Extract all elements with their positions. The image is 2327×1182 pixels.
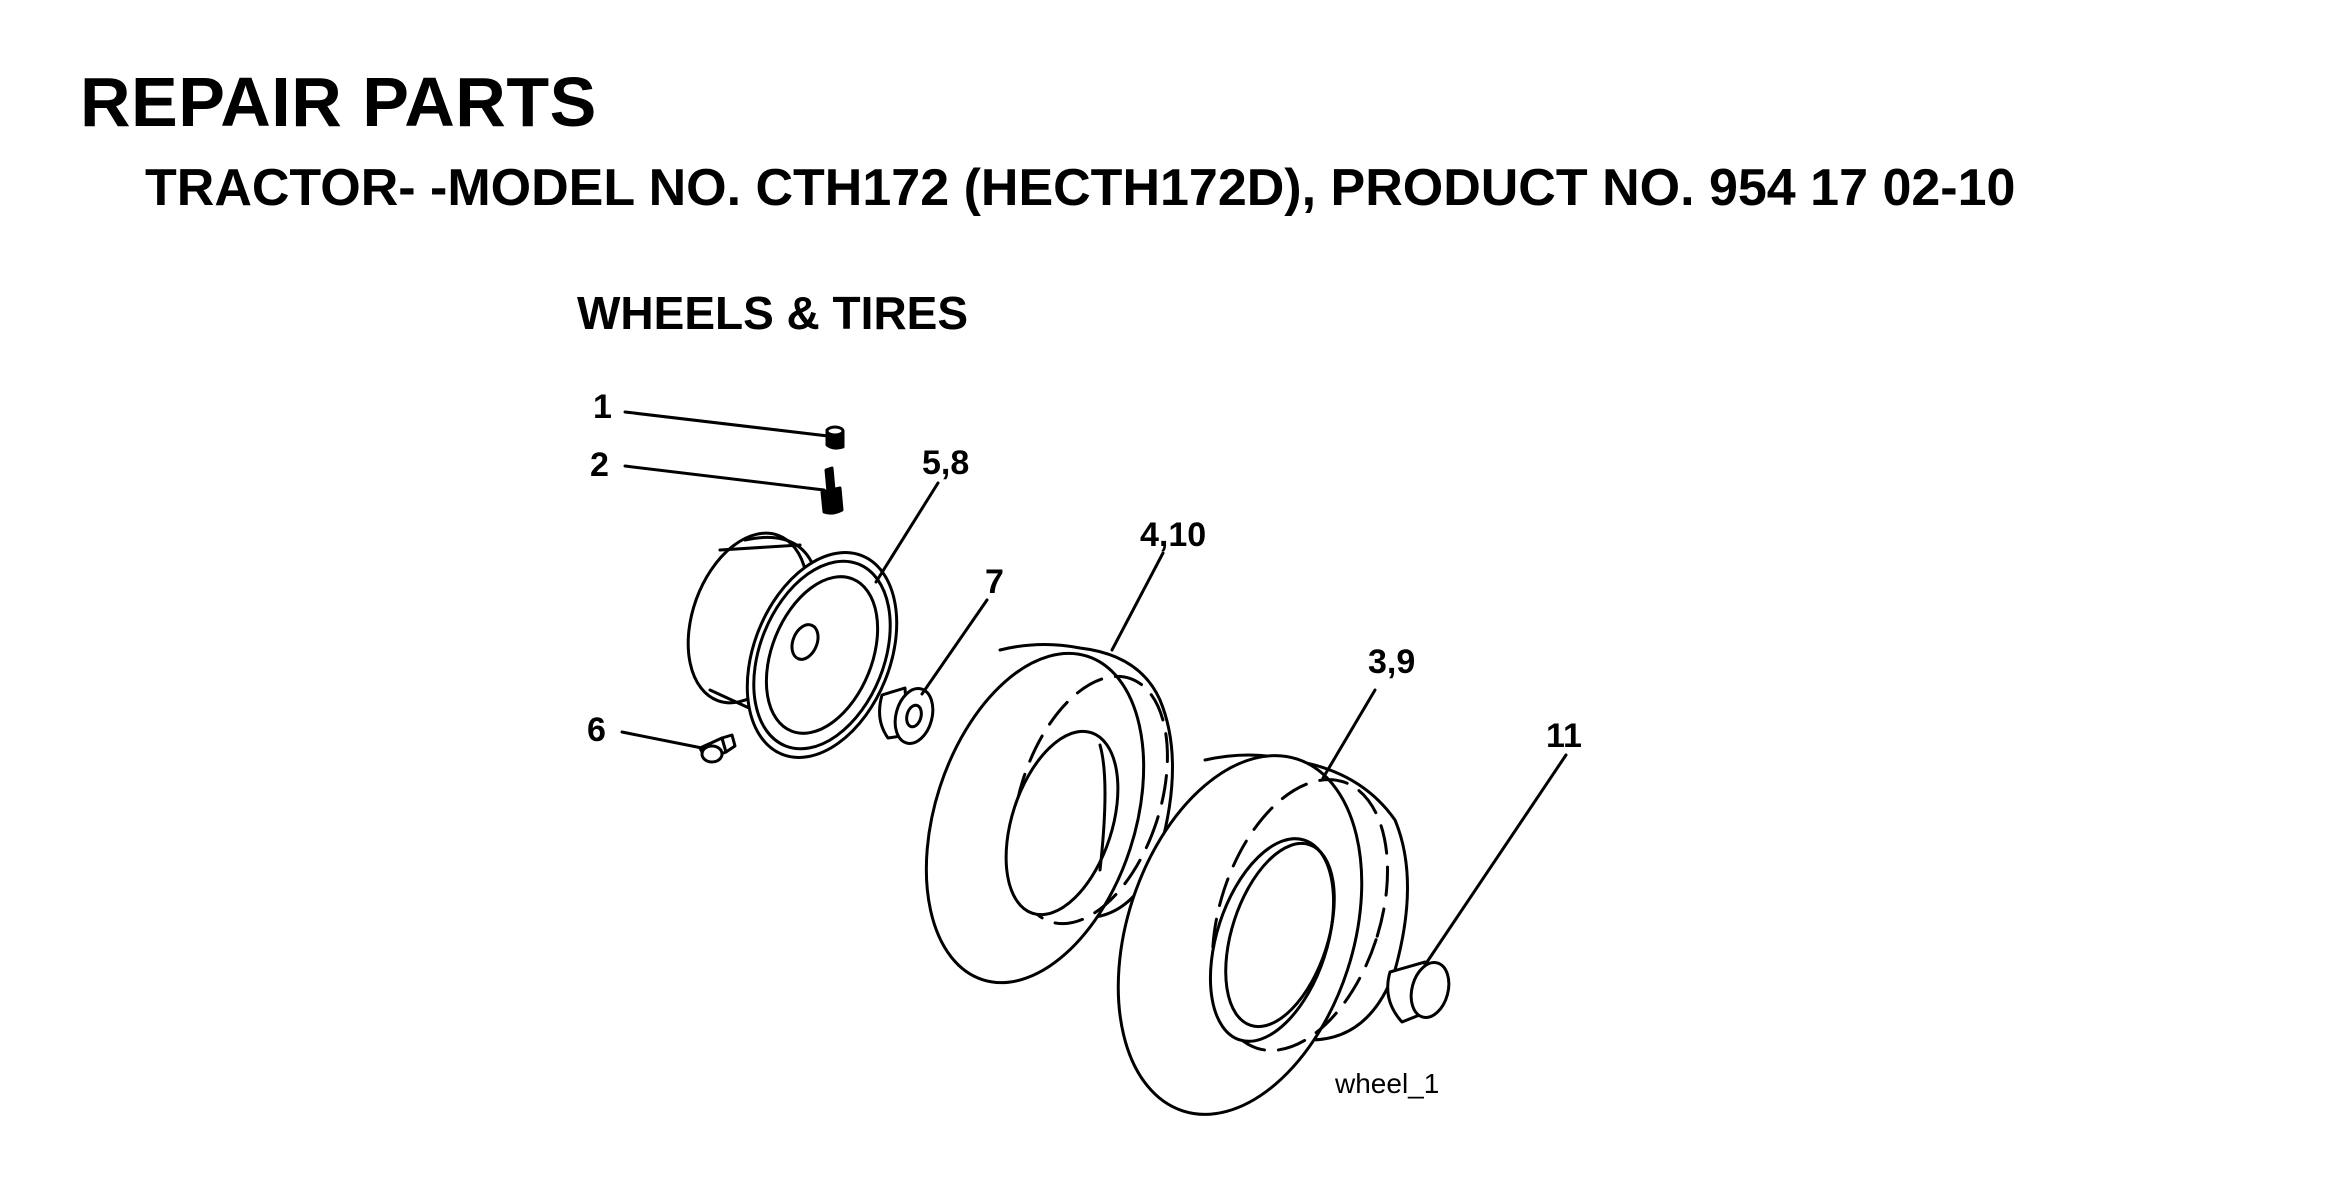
valve-cap-part <box>825 425 845 450</box>
front-tire-part <box>924 642 1174 985</box>
leader-line-7 <box>920 598 989 696</box>
model-subtitle: TRACTOR- -MODEL NO. CTH172 (HECTH172D), … <box>145 159 2016 217</box>
bushing-part <box>878 686 935 745</box>
bolt-part <box>698 733 737 764</box>
page-title: REPAIR PARTS <box>80 63 597 141</box>
figure-caption: wheel_1 <box>1334 1068 1439 1099</box>
callout-4-10: 4,10 <box>1140 516 1206 554</box>
leader-lines <box>620 410 1568 967</box>
callout-2: 2 <box>590 446 609 484</box>
callout-11: 11 <box>1546 717 1582 755</box>
rim-part <box>686 531 899 759</box>
callout-1: 1 <box>593 388 612 426</box>
leader-line-11 <box>1423 753 1568 967</box>
leader-line-1 <box>623 410 830 438</box>
leader-line-39 <box>1321 688 1377 780</box>
leader-line-58 <box>874 481 940 584</box>
valve-stem-part <box>820 466 844 515</box>
leader-line-2 <box>623 464 826 492</box>
callout-7: 7 <box>985 563 1004 601</box>
leader-line-410 <box>1110 551 1165 652</box>
callout-3-9: 3,9 <box>1368 643 1415 681</box>
section-title: WHEELS & TIRES <box>577 287 969 339</box>
callout-5-8: 5,8 <box>922 444 969 482</box>
callout-6: 6 <box>587 711 606 749</box>
rear-tire-part <box>1116 753 1409 1116</box>
leader-line-6 <box>620 730 704 750</box>
hub-cap-part <box>1386 960 1451 1024</box>
